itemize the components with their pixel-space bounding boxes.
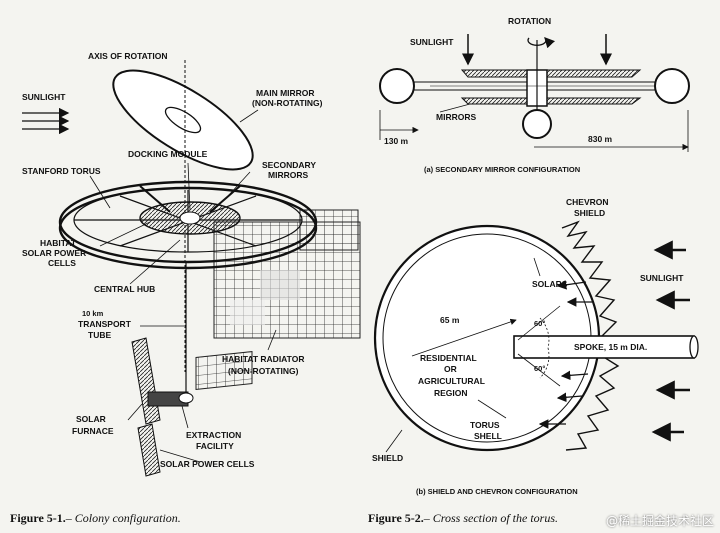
label-chevron: CHEVRON xyxy=(566,197,609,207)
main-mirror xyxy=(112,69,254,171)
label-habitat-cells: CELLS xyxy=(48,258,76,268)
label-habitat-radiator: HABITAT RADIATOR xyxy=(222,354,304,364)
label-rotation: ROTATION xyxy=(508,16,551,26)
label-main-mirror: MAIN MIRROR xyxy=(256,88,315,98)
label-habitat: HABITAT xyxy=(40,238,77,248)
label-stanford-torus: STANFORD TORUS xyxy=(22,166,101,176)
label-10km: 10 km xyxy=(82,309,104,318)
label-torus-shell: SHELL xyxy=(474,431,502,441)
figure-5-2a-secondary-mirror: ROTATION SUNLIGHT MIRRORS 130 m 830 m (a… xyxy=(379,16,690,174)
label-secondary-mirrors: MIRRORS xyxy=(268,170,308,180)
label-secondary: SECONDARY xyxy=(262,160,316,170)
chevron-shield xyxy=(561,220,620,451)
label-furnace: FURNACE xyxy=(72,426,114,436)
label-spoke: SPOKE, 15 m DIA. xyxy=(574,342,647,352)
label-shield: SHIELD xyxy=(372,453,403,463)
label-transport: TRANSPORT xyxy=(78,319,132,329)
caption-5-2-text: Cross section of the torus. xyxy=(432,511,559,525)
label-angle-top: 60° xyxy=(534,319,545,328)
caption-figure-5-1: Figure 5-1.– Colony configuration. xyxy=(10,511,181,525)
label-main-mirror-sub: (NON-ROTATING) xyxy=(252,98,323,108)
caption-5-1-text: Colony configuration. xyxy=(74,511,181,525)
extraction-facility xyxy=(131,337,253,477)
label-solar-power-cells: SOLAR POWER CELLS xyxy=(160,459,255,469)
label-torus: TORUS xyxy=(470,420,500,430)
sunlight-arrows-fig1 xyxy=(22,107,70,135)
label-radiator-non-rotating: (NON-ROTATING) xyxy=(228,366,299,376)
label-central-hub: CENTRAL HUB xyxy=(94,284,155,294)
label-tube: TUBE xyxy=(88,330,111,340)
fig1-leaders xyxy=(89,109,277,463)
label-residential: RESIDENTIAL xyxy=(420,353,477,363)
label-sunlight-fig2a: SUNLIGHT xyxy=(410,37,454,47)
label-chevron-shield: SHIELD xyxy=(574,208,605,218)
label-angle-bottom: 60° xyxy=(534,364,545,373)
label-docking-module: DOCKING MODULE xyxy=(128,149,208,159)
label-mirrors: MIRRORS xyxy=(436,112,476,122)
caption-5-2-number: Figure 5-2. xyxy=(368,511,424,525)
label-or: OR xyxy=(444,364,457,374)
caption-5-1-number: Figure 5-1. xyxy=(10,511,66,525)
label-solars: SOLARS xyxy=(532,279,568,289)
subcaption-b: (b) SHIELD AND CHEVRON CONFIGURATION xyxy=(416,487,578,496)
label-region: REGION xyxy=(434,388,468,398)
label-130m: 130 m xyxy=(384,136,409,146)
label-65m: 65 m xyxy=(440,315,460,325)
habitat-radiator xyxy=(213,209,361,339)
caption-figure-5-2: Figure 5-2.– Cross section of the torus. xyxy=(368,511,559,525)
label-habitat-solar-power: SOLAR POWER xyxy=(22,248,86,258)
label-agricultural: AGRICULTURAL xyxy=(418,376,485,386)
figure-5-1-colony: AXIS OF ROTATION SUNLIGHT MAIN MIRROR (N… xyxy=(22,51,361,477)
figure-5-2b-cross-section: CHEVRON SHIELD SUNLIGHT SOLARS 65 m 60° … xyxy=(372,197,699,496)
label-axis-of-rotation: AXIS OF ROTATION xyxy=(88,51,168,61)
central-hub xyxy=(139,185,241,235)
label-sunlight-fig1: SUNLIGHT xyxy=(22,92,66,102)
label-extraction: EXTRACTION xyxy=(186,430,241,440)
label-facility: FACILITY xyxy=(196,441,234,451)
subcaption-a: (a) SECONDARY MIRROR CONFIGURATION xyxy=(424,165,580,174)
label-solar: SOLAR xyxy=(76,414,106,424)
watermark: @稀土掘金技术社区 xyxy=(605,514,714,528)
label-830m: 830 m xyxy=(588,134,613,144)
label-sunlight-fig2b: SUNLIGHT xyxy=(640,273,684,283)
